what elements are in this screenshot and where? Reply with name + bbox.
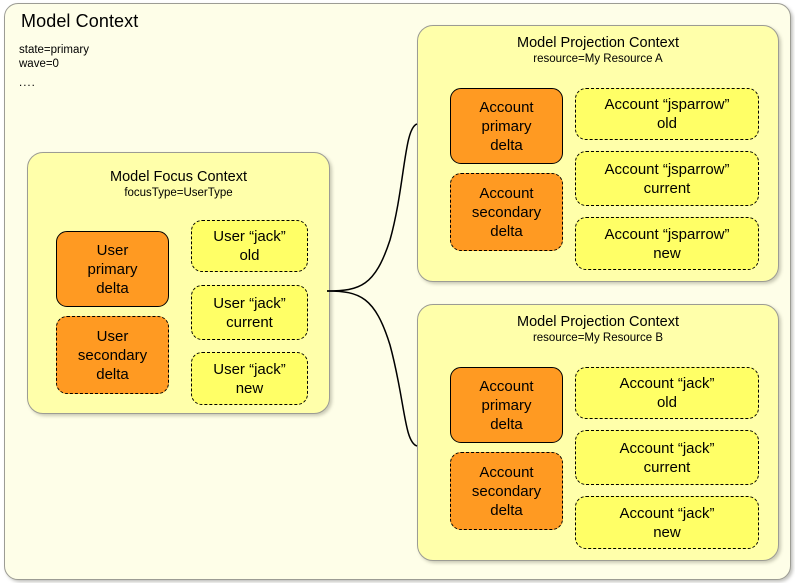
projection-a-object-current-label: Account “jsparrow” current	[604, 160, 729, 198]
focus-object-old-line2: old	[239, 247, 260, 264]
projection-a-delta-primary-line3: delta	[490, 136, 523, 154]
projection-a-delta-secondary[interactable]: Account secondary delta	[450, 173, 563, 251]
projection-a-delta-secondary-line3: delta	[490, 222, 523, 240]
projection-a-delta-secondary-line1: Account	[479, 184, 534, 202]
projection-context-b-subtitle: resource=My Resource B	[532, 332, 664, 344]
focus-delta-primary-label: User primary delta	[87, 241, 137, 298]
projection-b-delta-secondary-label: Account secondary delta	[472, 463, 541, 520]
focus-context-box[interactable]: Model Focus Context focusType=UserType U…	[27, 152, 330, 414]
projection-b-delta-secondary-line2: secondary	[471, 482, 542, 500]
focus-object-old-line1: User “jack”	[213, 228, 286, 245]
model-context-property-state: state=primary	[19, 44, 89, 56]
projection-b-object-current-line2: current	[643, 458, 691, 476]
projection-b-delta-primary-label: Account primary delta	[479, 377, 533, 434]
focus-delta-secondary-label: User secondary delta	[78, 327, 147, 384]
focus-object-new-label: User “jack” new	[213, 360, 286, 398]
projection-a-delta-primary[interactable]: Account primary delta	[450, 88, 563, 164]
projection-context-a-box[interactable]: Model Projection Context resource=My Res…	[417, 25, 779, 282]
projection-context-b-header: Model Projection Context resource=My Res…	[418, 314, 778, 345]
focus-delta-primary-line3: delta	[96, 279, 129, 297]
model-context-panel: Model Context state=primary wave=0 .... …	[4, 3, 791, 580]
model-context-title: Model Context	[21, 11, 139, 31]
focus-object-old[interactable]: User “jack” old	[191, 220, 308, 272]
model-context-property-wave: wave=0	[19, 58, 59, 70]
focus-object-current-label: User “jack” current	[213, 294, 286, 332]
focus-context-subtitle: focusType=UserType	[124, 187, 233, 199]
focus-delta-primary[interactable]: User primary delta	[56, 231, 169, 307]
focus-object-current-line2: current	[226, 313, 273, 331]
projection-b-delta-secondary[interactable]: Account secondary delta	[450, 452, 563, 530]
projection-a-object-old-line2: old	[656, 115, 677, 132]
focus-object-new-line1: User “jack”	[213, 360, 286, 378]
projection-b-object-current[interactable]: Account “jack” current	[575, 430, 759, 485]
model-context-properties: state=primary wave=0 ....	[19, 43, 89, 90]
projection-b-object-old-line2: old	[656, 394, 677, 411]
focus-object-old-label: User “jack” old	[213, 227, 286, 265]
focus-context-title: Model Focus Context	[109, 169, 247, 185]
projection-a-delta-primary-line1: Account	[479, 98, 534, 116]
model-context-ellipsis: ....	[19, 77, 36, 89]
projection-b-object-current-line1: Account “jack”	[619, 439, 715, 457]
projection-a-object-new-line2: new	[653, 244, 681, 262]
projection-b-object-old-line1: Account “jack”	[619, 375, 715, 392]
projection-a-delta-primary-line2: primary	[481, 117, 532, 135]
focus-delta-primary-line1: User	[96, 241, 129, 259]
projection-context-b-box[interactable]: Model Projection Context resource=My Res…	[417, 304, 779, 561]
projection-a-object-new[interactable]: Account “jsparrow” new	[575, 217, 759, 270]
focus-delta-secondary-line1: User	[96, 327, 129, 345]
projection-b-object-new-line2: new	[653, 523, 681, 541]
focus-object-current[interactable]: User “jack” current	[191, 285, 308, 340]
projection-a-delta-secondary-label: Account secondary delta	[472, 184, 541, 241]
projection-context-b-title: Model Projection Context	[517, 314, 679, 330]
projection-context-a-header: Model Projection Context resource=My Res…	[418, 35, 778, 66]
projection-a-object-new-line1: Account “jsparrow”	[604, 225, 730, 243]
projection-b-object-old[interactable]: Account “jack” old	[575, 367, 759, 419]
projection-b-object-new-label: Account “jack” new	[619, 504, 714, 542]
projection-b-object-old-label: Account “jack” old	[619, 374, 714, 412]
projection-b-object-new[interactable]: Account “jack” new	[575, 496, 759, 549]
focus-object-current-line1: User “jack”	[213, 294, 286, 312]
projection-b-object-current-label: Account “jack” current	[619, 439, 714, 477]
projection-a-delta-primary-label: Account primary delta	[479, 98, 533, 155]
focus-delta-primary-line2: primary	[87, 260, 138, 278]
projection-a-object-old-label: Account “jsparrow” old	[604, 95, 729, 133]
focus-delta-secondary-line2: secondary	[77, 346, 148, 364]
projection-a-object-current-line2: current	[643, 179, 691, 197]
projection-b-delta-primary[interactable]: Account primary delta	[450, 367, 563, 443]
projection-b-delta-primary-line1: Account	[479, 377, 534, 395]
focus-delta-secondary-line3: delta	[96, 365, 129, 383]
projection-b-delta-primary-line3: delta	[490, 415, 523, 433]
projection-a-object-current[interactable]: Account “jsparrow” current	[575, 151, 759, 206]
projection-context-a-subtitle: resource=My Resource A	[533, 53, 663, 65]
projection-a-object-old-line1: Account “jsparrow”	[604, 96, 730, 113]
focus-object-new-line2: new	[235, 379, 264, 397]
projection-context-a-title: Model Projection Context	[517, 35, 679, 51]
projection-b-object-new-line1: Account “jack”	[619, 504, 715, 522]
focus-delta-secondary[interactable]: User secondary delta	[56, 316, 169, 394]
focus-object-new[interactable]: User “jack” new	[191, 352, 308, 405]
projection-b-delta-secondary-line1: Account	[479, 463, 534, 481]
projection-a-delta-secondary-line2: secondary	[471, 203, 542, 221]
projection-b-delta-primary-line2: primary	[481, 396, 532, 414]
projection-b-delta-secondary-line3: delta	[490, 501, 523, 519]
projection-a-object-old[interactable]: Account “jsparrow” old	[575, 88, 759, 140]
projection-a-object-new-label: Account “jsparrow” new	[604, 225, 729, 263]
projection-a-object-current-line1: Account “jsparrow”	[604, 160, 730, 178]
focus-context-header: Model Focus Context focusType=UserType	[28, 169, 329, 200]
